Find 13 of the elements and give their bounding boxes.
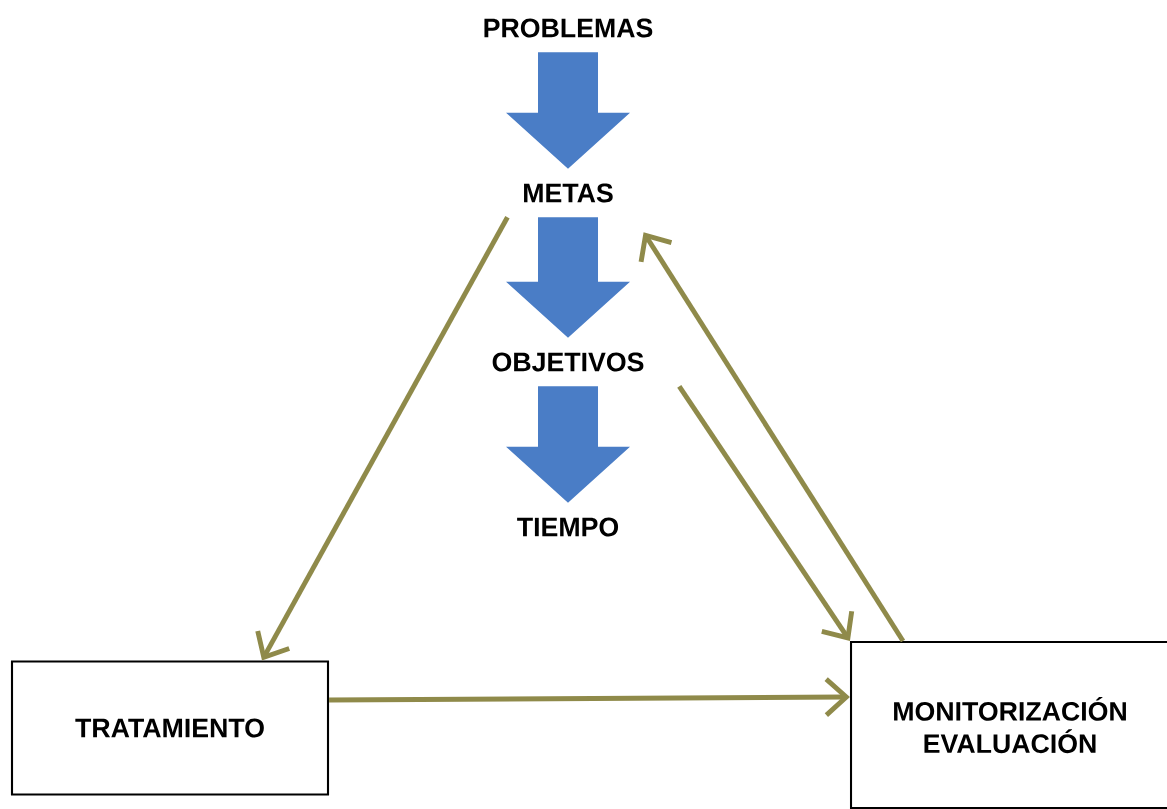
process-box: TRATAMIENTO <box>10 660 330 796</box>
block-arrow <box>506 386 630 503</box>
arrow <box>329 677 850 717</box>
step-label: TIEMPO <box>517 517 619 537</box>
step-label: OBJETIVOS <box>492 352 644 372</box>
block-arrow <box>506 217 630 338</box>
step-label: METAS <box>524 183 613 203</box>
block-arrow <box>506 52 630 169</box>
arrow <box>677 384 855 641</box>
arrow <box>638 232 906 643</box>
step-label: PROBLEMAS <box>484 18 653 38</box>
process-box: MONITORIZACIÓN EVALUACIÓN <box>849 640 1167 809</box>
arrow <box>255 216 510 661</box>
